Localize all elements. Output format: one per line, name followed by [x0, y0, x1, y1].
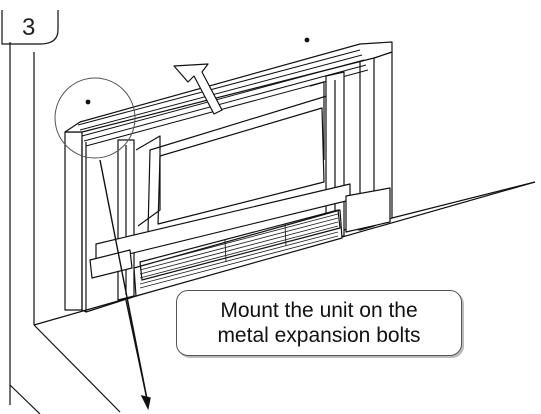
bolt-mark [85, 99, 91, 105]
service-box [345, 187, 391, 233]
instruction-callout: Mount the unit on the metal expansion bo… [176, 290, 462, 356]
wall [9, 42, 536, 414]
callout-line-1: Mount the unit on the [220, 299, 418, 322]
lift-arrow-icon [173, 63, 223, 115]
bolt-mark [304, 37, 310, 43]
step-tab [1, 10, 59, 45]
unit-casing [64, 41, 393, 313]
front-grille [139, 209, 341, 289]
drain-tray [89, 249, 133, 279]
detail-circle [54, 77, 136, 159]
pointer-line [99, 159, 151, 411]
step-number: 3 [22, 14, 36, 41]
callout-line-2: metal expansion bolts [217, 324, 421, 347]
